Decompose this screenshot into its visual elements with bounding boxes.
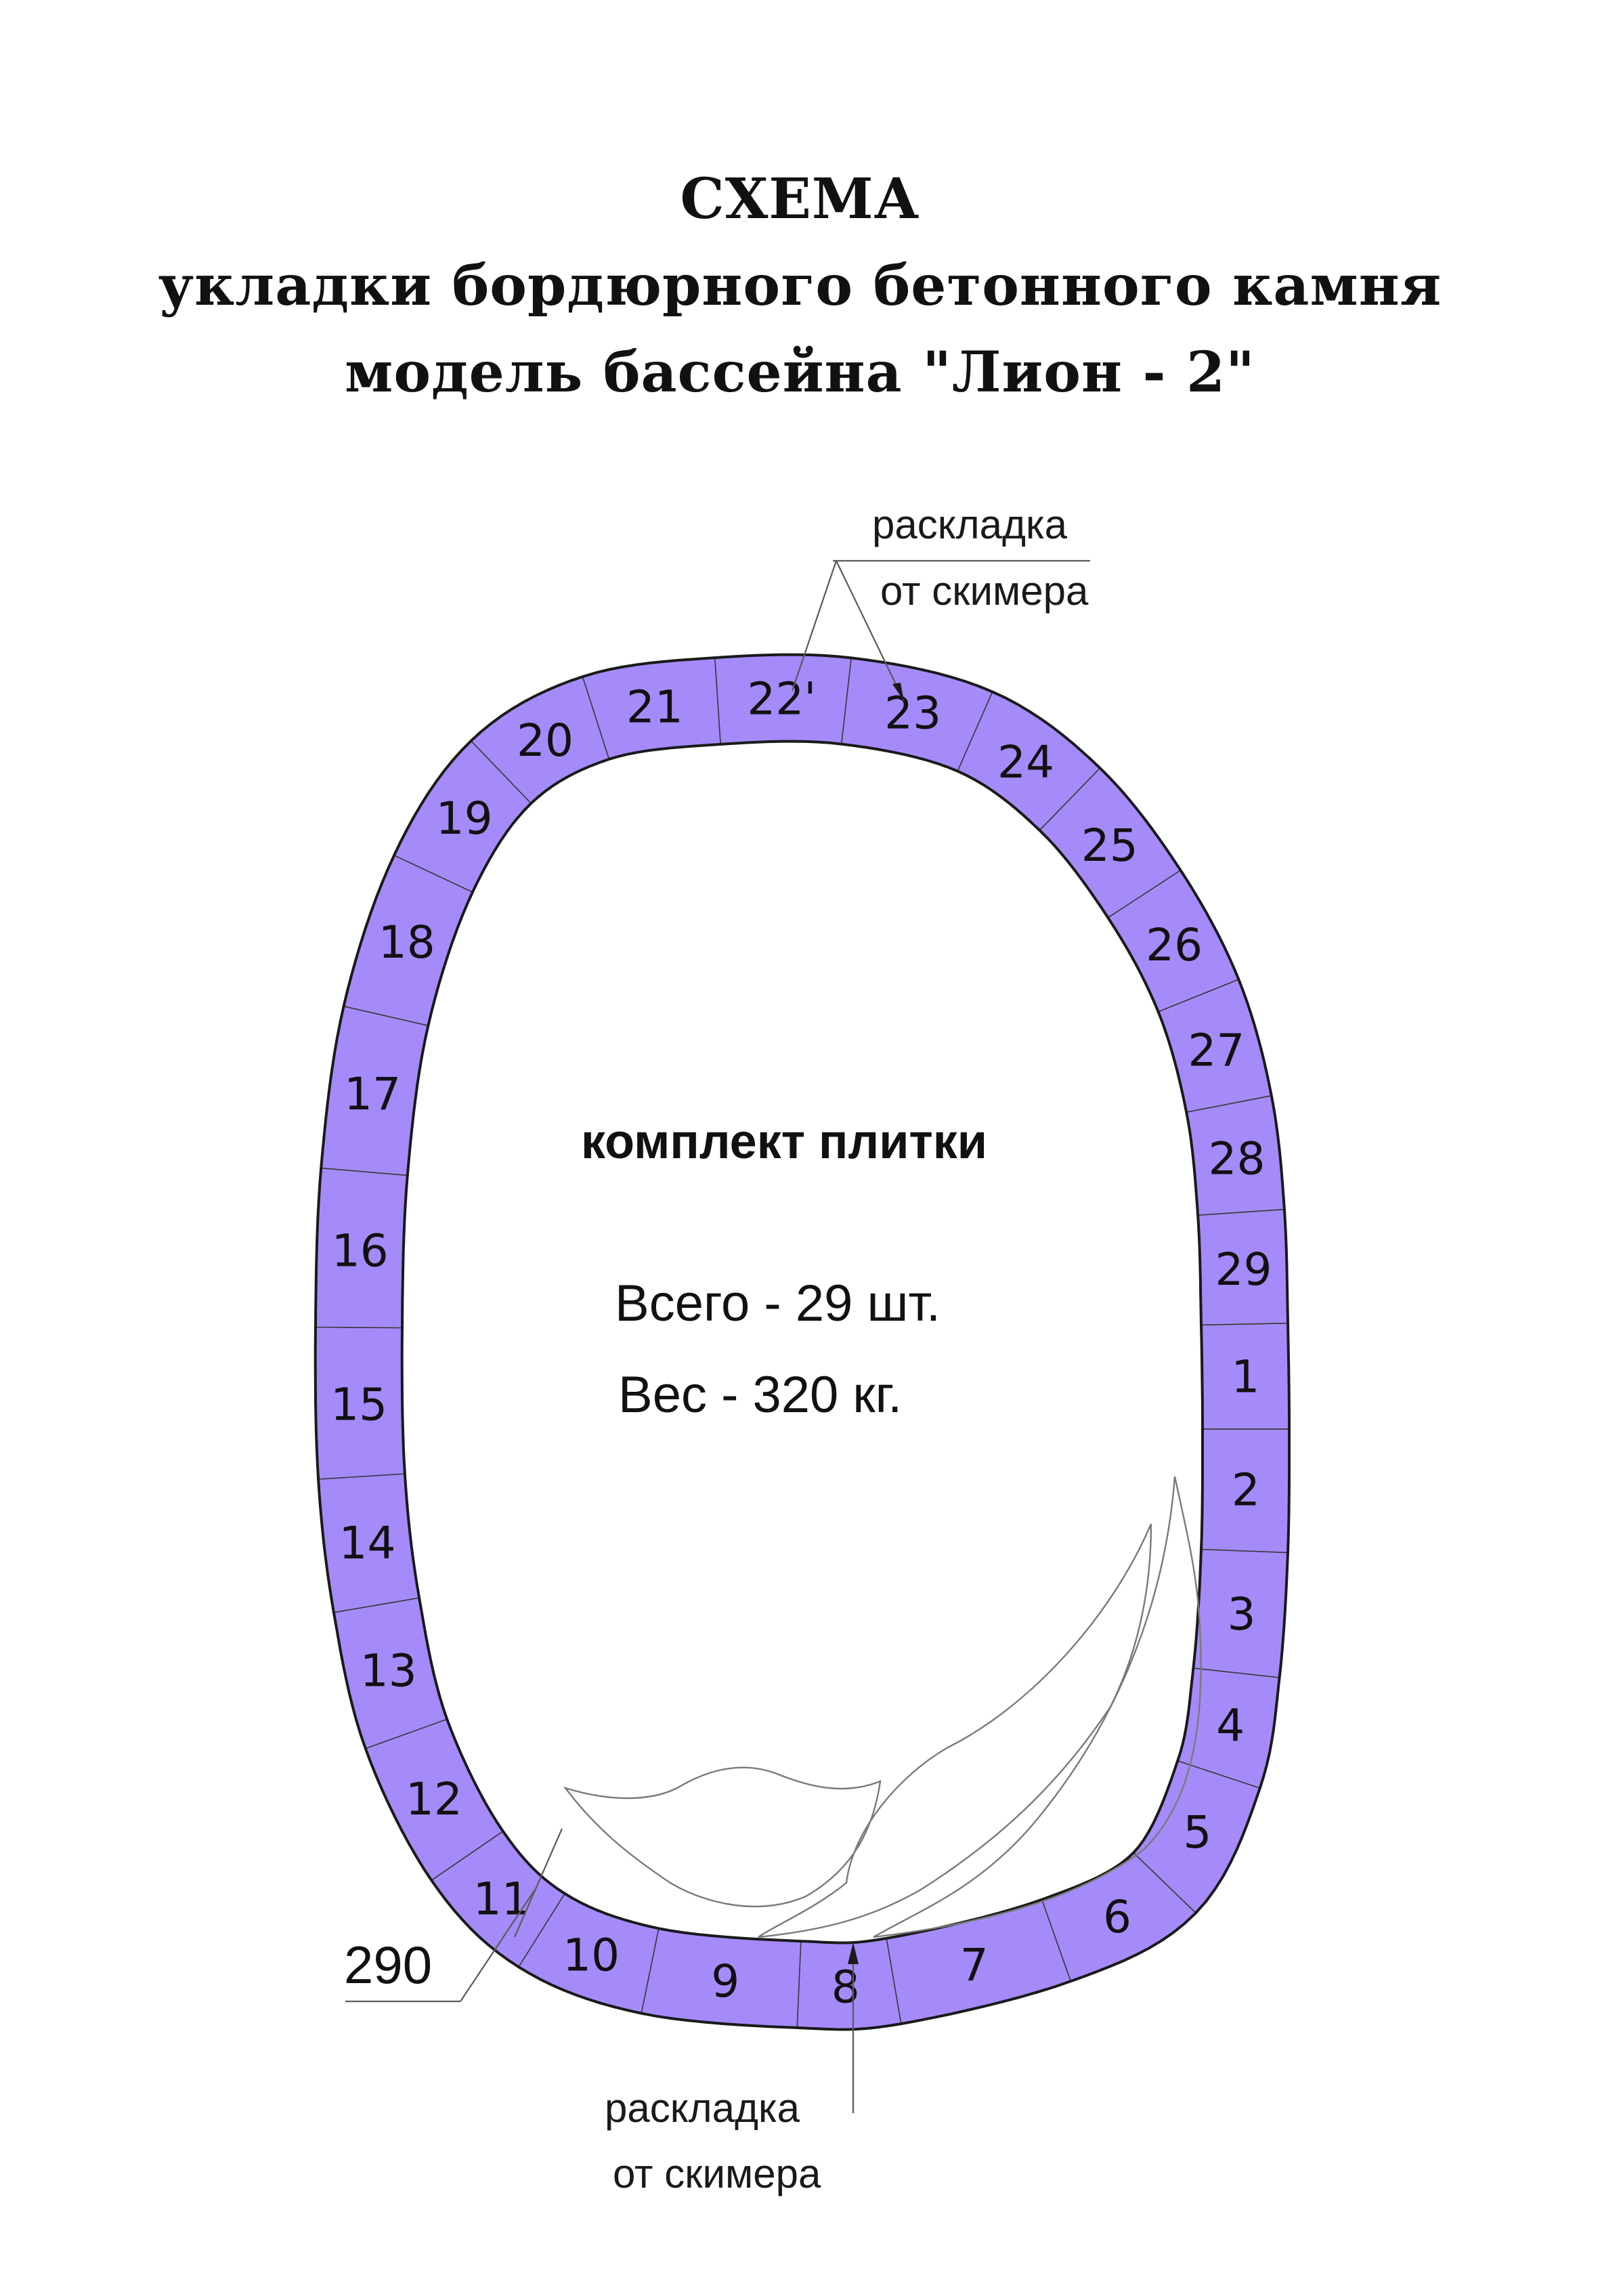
tile-number: 13 [360, 1645, 417, 1697]
top-leader-arrow [892, 683, 904, 701]
tile-number: 16 [332, 1225, 389, 1277]
tile-number: 25 [1081, 820, 1138, 872]
tile-number: 7 [960, 1939, 989, 1991]
tile-number: 12 [406, 1773, 462, 1825]
tile-number: 20 [517, 715, 574, 767]
top-leader-right [836, 560, 905, 702]
tile-number: 11 [473, 1873, 530, 1926]
dimension-leader [460, 1889, 536, 2002]
tile-number: 27 [1188, 1024, 1245, 1076]
top-note-line-2: от скимера [880, 568, 1089, 614]
tile-number: 8 [831, 1961, 860, 2014]
fish-tail-fin [758, 1523, 1152, 1938]
title-block: СХЕМА укладки бордюрного бетонного камня… [0, 156, 1600, 416]
kit-weight: Вес - 320 кг. [618, 1366, 902, 1424]
dimension-label: 290 [344, 1935, 432, 1995]
tile-number: 22' [747, 673, 816, 725]
tile-number: 14 [339, 1517, 396, 1569]
tile-number: 26 [1146, 919, 1203, 971]
dimension-extension-line [513, 1828, 563, 1938]
fish-side-fin [563, 1766, 882, 1908]
tile-number: 29 [1215, 1243, 1272, 1296]
tile-number: 9 [711, 1955, 739, 2007]
bottom-note-line-1: раскладка [605, 2085, 800, 2131]
title-line-2: укладки бордюрного бетонного камня [158, 253, 1442, 318]
tile-number: 23 [884, 687, 941, 739]
tile-number: 15 [330, 1379, 387, 1431]
tile-number: 3 [1228, 1588, 1256, 1640]
bottom-leader-arrow [848, 1942, 859, 1964]
tile-number: 4 [1216, 1699, 1245, 1751]
fish-drawing [563, 1476, 1202, 1938]
tile-number: 10 [563, 1930, 620, 1982]
top-leader-left [791, 560, 838, 692]
tile-number: 21 [626, 681, 683, 734]
kit-heading: комплект плитки [581, 1115, 987, 1169]
tile-number: 19 [436, 792, 493, 845]
bottom-note-line-2: от скимера [613, 2151, 821, 2196]
kit-total: Всего - 29 шт. [615, 1275, 940, 1332]
tile-number: 1 [1231, 1351, 1259, 1403]
leaders [345, 559, 1090, 2113]
tile-number: 18 [379, 916, 435, 969]
tile-number: 2 [1232, 1464, 1260, 1516]
tile-number: 17 [344, 1068, 401, 1120]
title-line-3: модель бассейна "Лион - 2" [345, 340, 1255, 405]
tile-number: 6 [1103, 1891, 1131, 1943]
top-note-line-1: раскладка [872, 502, 1068, 547]
tile-number: 24 [997, 736, 1054, 788]
ring-inner-edge [400, 740, 1204, 1944]
fish-body-outline [873, 1476, 1202, 1938]
ring-outer-edge [313, 653, 1291, 2031]
tile-number: 28 [1209, 1133, 1266, 1185]
title-line-1: СХЕМА [680, 167, 920, 232]
tile-number: 5 [1183, 1806, 1211, 1858]
